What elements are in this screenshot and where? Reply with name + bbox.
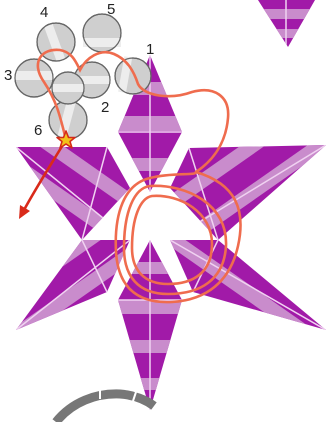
bead-6 — [49, 100, 87, 139]
bead-center — [52, 72, 84, 104]
bead-label-6: 6 — [34, 122, 42, 139]
partial-triangle-top-right — [250, 0, 328, 55]
ring-partial-bottom — [56, 389, 154, 422]
bead-5 — [83, 14, 121, 52]
bead-label-3: 3 — [4, 67, 12, 84]
bead-label-4: 4 — [40, 4, 48, 21]
bead-label-5: 5 — [107, 1, 115, 18]
bead-label-1: 1 — [146, 41, 154, 58]
bead-label-2: 2 — [101, 99, 109, 116]
bead-3 — [15, 59, 53, 97]
diamond-bottom — [110, 235, 190, 415]
